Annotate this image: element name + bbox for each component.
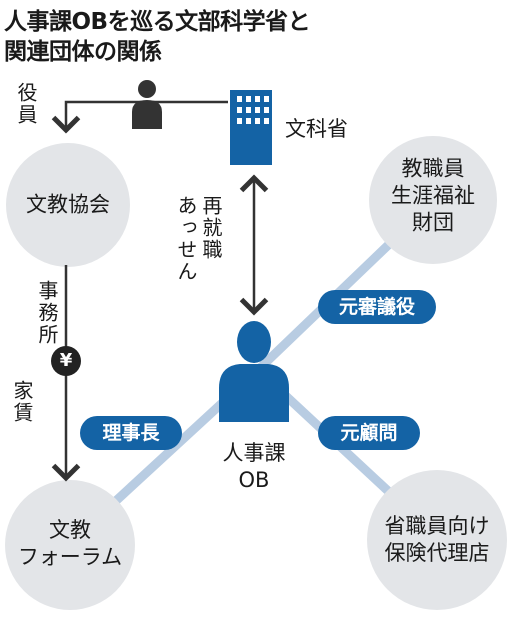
label-rent: 家賃 [10, 380, 34, 424]
kyokai-label: 文教協会 [26, 192, 110, 217]
diagram-title: 人事課OBを巡る文部科学省と [4, 9, 311, 35]
person-icon [132, 80, 162, 129]
label-mediation: あっせん [174, 195, 198, 283]
role-pill-chairman: 理事長 [80, 416, 182, 450]
arrow-ministry-kyokai [51, 100, 228, 134]
label-office: 事務所 [35, 280, 59, 346]
role-pill-advisor: 元顧問 [318, 416, 420, 450]
foundation-label: 教職員 生涯福祉 財団 [391, 156, 475, 235]
circle-foundation [369, 136, 497, 264]
ministry-label: 文科省 [285, 117, 348, 141]
yen-icon: ¥ [51, 346, 81, 376]
agency-label: 省職員向け 保険代理店 [384, 514, 490, 565]
ob-person-icon [219, 321, 289, 422]
label-reemployment: 再就職 [199, 195, 223, 261]
diagram-subtitle: 関連団体の関係 [4, 39, 162, 65]
label-officer: 役員 [14, 82, 38, 126]
circle-kyokai [6, 143, 130, 267]
circle-agency [367, 470, 507, 610]
forum-label: 文教 フォーラム [17, 518, 123, 569]
ob-label: 人事課 OB [222, 441, 286, 492]
role-pill-councillor: 元審議役 [318, 290, 436, 324]
building-icon [230, 90, 272, 165]
circle-forum [5, 480, 135, 610]
